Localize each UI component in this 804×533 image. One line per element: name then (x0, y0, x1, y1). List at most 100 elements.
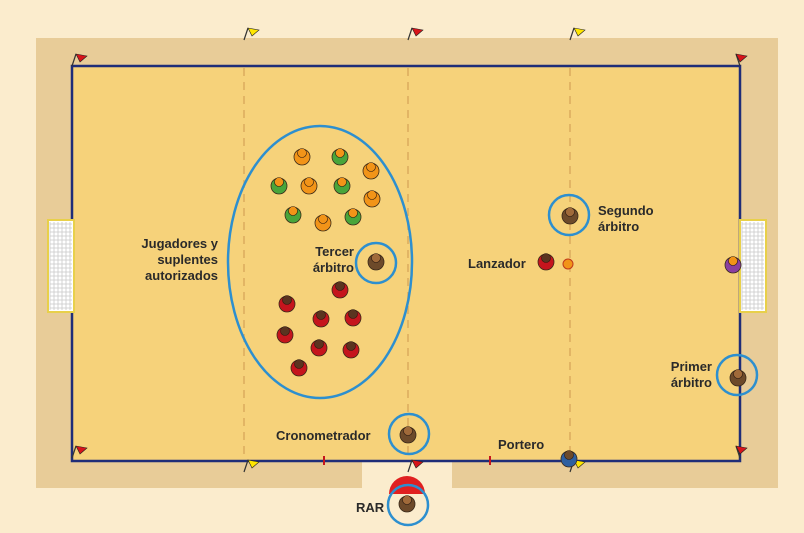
second-referee-circle (547, 193, 591, 237)
orange-team-player-head (366, 162, 376, 172)
flag-cloth (411, 27, 424, 37)
players-label-line3: autorizados (145, 268, 218, 283)
red-team-player-head (335, 281, 345, 291)
first-referee-figure-head (733, 369, 743, 379)
red-team-player-head (348, 309, 358, 319)
orange-team-player-head (337, 177, 347, 187)
second-referee-label: Segundo árbitro (598, 203, 654, 235)
flag-cloth (247, 459, 260, 469)
red-team-player (278, 295, 296, 313)
var-circle (386, 483, 430, 527)
goalkeeper-label: Portero (498, 437, 545, 452)
orange-team-player-head (318, 214, 328, 224)
flag-pole (243, 27, 249, 41)
players-area-ellipse (226, 124, 414, 400)
goal-right (739, 219, 767, 313)
red-team-player-head (316, 310, 326, 320)
third-referee-label-line2: árbitro (312, 260, 354, 275)
first-referee-label-line2: árbitro (670, 375, 712, 390)
orange-team-player-head (335, 148, 345, 158)
second-referee-label-line1: Segundo (598, 203, 654, 218)
red-corner-flag (407, 27, 424, 41)
flag-cloth (411, 459, 424, 469)
court-surface (70, 64, 742, 463)
flag-pole (407, 27, 413, 41)
flag-pole (569, 27, 575, 41)
red-team-player (312, 310, 330, 328)
orange-team-player (293, 148, 311, 166)
official-circles (354, 193, 759, 527)
thrower-label: Lanzador (468, 256, 526, 271)
red-team-player (310, 339, 328, 357)
third-referee-circle (354, 241, 398, 285)
red-team-player (344, 309, 362, 327)
third-referee-label: Tercer árbitro (290, 244, 354, 276)
red-corner-flag (71, 445, 88, 459)
orange-team-player-head (304, 177, 314, 187)
ball (562, 258, 574, 270)
flag-cloth (573, 27, 586, 37)
yellow-corner-flag (569, 27, 586, 41)
court-dashed-lines (243, 68, 571, 459)
flag-cloth (247, 27, 260, 37)
third-referee-figure-head (371, 253, 381, 263)
red-team-player-head (294, 359, 304, 369)
players-label: Jugadores y suplentes autorizados (118, 236, 218, 284)
red-team-player (342, 341, 360, 359)
thrower-figure (537, 253, 555, 271)
second-referee-figure-head (565, 207, 575, 217)
orange-team-player (333, 177, 351, 195)
goal-right-net (741, 222, 764, 310)
flag-pole (243, 459, 249, 473)
opposing-goalkeeper-figure (724, 256, 742, 274)
first-referee-circle (715, 353, 759, 397)
first-referee-label-line1: Primer (670, 359, 712, 374)
corner-flags (71, 27, 748, 473)
flag-cloth (75, 445, 88, 455)
thrower-figure-head (541, 253, 551, 263)
orange-team-player-head (274, 177, 284, 187)
red-corner-flag (735, 445, 748, 459)
flag-pole (71, 53, 77, 67)
orange-team-player-head (348, 208, 358, 218)
yellow-corner-flag (243, 459, 260, 473)
red-corner-flag (407, 459, 424, 473)
first-referee-figure (729, 369, 747, 387)
players-label-line2: suplentes (157, 252, 218, 267)
orange-team-player (284, 206, 302, 224)
goal-left (47, 219, 75, 313)
opposing-goalkeeper-figure-head (728, 256, 738, 266)
orange-team-player (362, 162, 380, 180)
orange-team-player (344, 208, 362, 226)
goalkeeper-figure (560, 450, 578, 468)
orange-team-player (363, 190, 381, 208)
red-team-player-head (280, 326, 290, 336)
goalkeeper-figure-head (564, 450, 574, 460)
yellow-corner-flag (243, 27, 260, 41)
red-team-player (276, 326, 294, 344)
timekeeper-label: Cronometrador (276, 428, 371, 443)
third-referee-figure (367, 253, 385, 271)
red-team-player-head (282, 295, 292, 305)
flag-pole (407, 459, 413, 473)
red-team-player-head (346, 341, 356, 351)
red-corner-flag (735, 53, 748, 67)
flag-cloth (75, 53, 88, 63)
third-referee-label-line1: Tercer (315, 244, 354, 259)
people-markers (270, 148, 747, 513)
orange-team-player (331, 148, 349, 166)
second-referee-label-line2: árbitro (598, 219, 640, 234)
flag-pole (71, 445, 77, 459)
flag-cloth (735, 53, 748, 63)
red-team-player-head (314, 339, 324, 349)
timekeeper-circle (387, 412, 431, 456)
players-label-line1: Jugadores y (141, 236, 218, 251)
goal-left-net (49, 222, 72, 310)
timekeeper-figure (399, 426, 417, 444)
orange-team-player (300, 177, 318, 195)
orange-team-player-head (288, 206, 298, 216)
red-team-player (290, 359, 308, 377)
second-referee-figure (561, 207, 579, 225)
